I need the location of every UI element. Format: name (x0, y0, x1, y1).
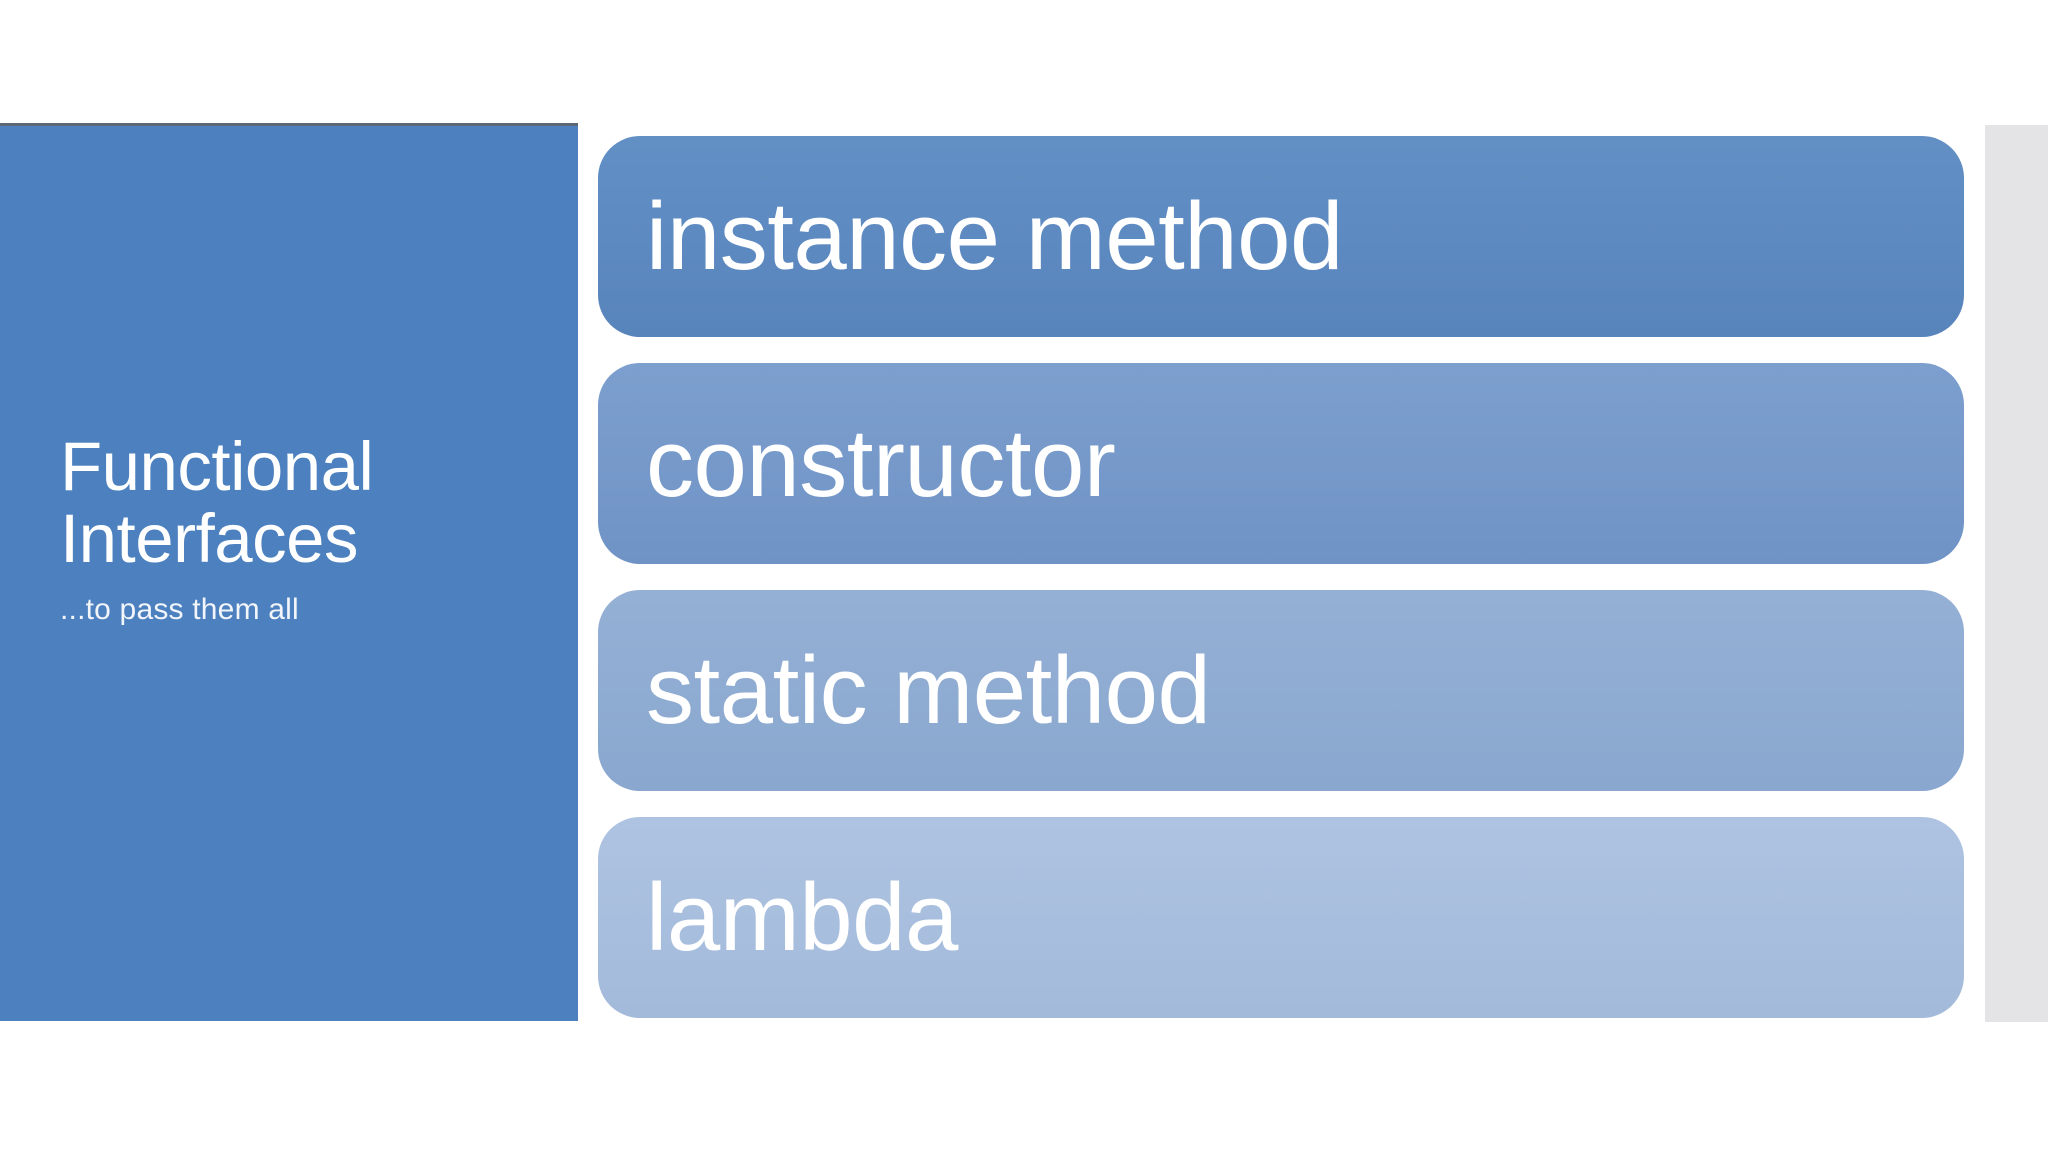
list-item: instance method (598, 136, 1964, 337)
slide-subtitle: ...to pass them all (60, 593, 299, 627)
list-item-label: static method (646, 636, 1211, 744)
title-block: Functional Interfaces ...to pass them al… (60, 428, 565, 627)
item-list: instance method constructor static metho… (598, 136, 1964, 1044)
slide-title: Functional Interfaces (60, 428, 374, 578)
list-item-label: constructor (646, 409, 1116, 517)
list-item: lambda (598, 817, 1964, 1018)
list-item: constructor (598, 363, 1964, 564)
right-edge-strip (1985, 125, 2048, 1022)
title-panel: Functional Interfaces ...to pass them al… (0, 123, 578, 1021)
list-item-label: instance method (646, 182, 1343, 290)
list-item: static method (598, 590, 1964, 791)
list-item-label: lambda (646, 863, 958, 971)
